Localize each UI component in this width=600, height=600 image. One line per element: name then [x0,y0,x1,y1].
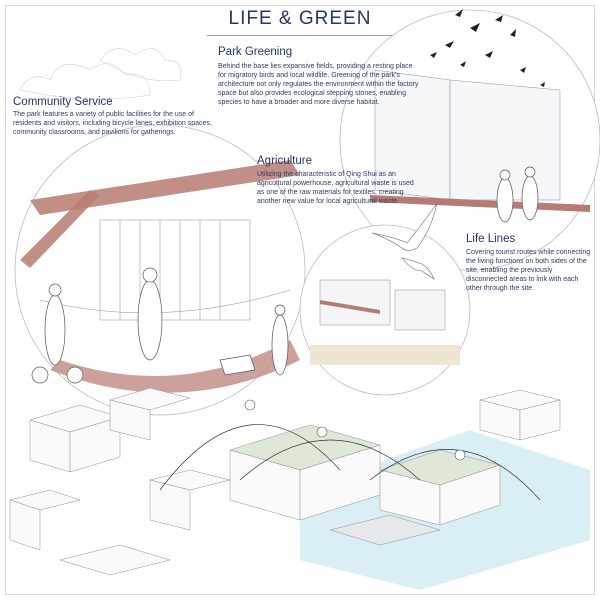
community-circle [14,124,306,416]
community-service-body: The park features a variety of public fa… [13,111,212,136]
site-axonometric [9,387,590,590]
poster-title: LIFE & GREEN [228,8,372,29]
life-lines-body: Covering tourist routes while connecting… [466,249,591,292]
seagulls [371,202,438,280]
life-lines-heading: Life Lines [466,233,516,245]
poster-frame [5,5,595,595]
community-service-heading: Community Service [13,96,113,108]
agriculture-body: Utilizing the characteristic of Qing Shu… [257,171,414,205]
agriculture-heading: Agriculture [257,155,312,167]
park-greening-heading: Park Greening [218,46,293,58]
park-greening-circle [339,9,600,271]
clouds [19,48,182,100]
life-lines-circle [299,224,471,396]
park-greening-body: Behind the base lies expansive fields, p… [218,63,419,106]
title-underline [207,35,393,36]
